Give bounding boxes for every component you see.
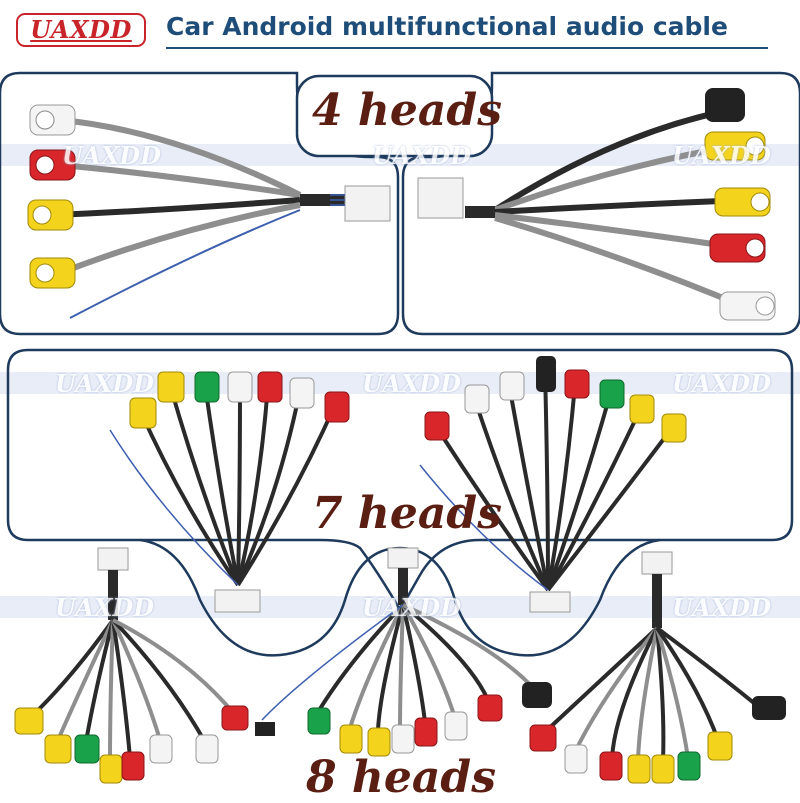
cable-7-heads-right bbox=[419, 356, 687, 613]
brand-logo-text: UAXDD bbox=[30, 15, 132, 44]
watermark-5: UAXDD bbox=[362, 369, 462, 398]
cable-7-heads-left bbox=[109, 371, 350, 613]
watermark-2: UAXDD bbox=[372, 141, 472, 170]
label-8-heads: 8 heads bbox=[306, 752, 496, 803]
panel-4-heads-left bbox=[0, 71, 400, 336]
label-4-heads: 4 heads bbox=[312, 85, 502, 136]
brand-logo: UAXDD bbox=[16, 13, 146, 47]
watermark-7: UAXDD bbox=[55, 593, 155, 622]
watermark-4: UAXDD bbox=[55, 369, 155, 398]
page-title: Car Android multifunctional audio cable bbox=[166, 12, 728, 41]
watermark-3: UAXDD bbox=[672, 141, 772, 170]
watermark-8: UAXDD bbox=[362, 593, 462, 622]
watermark-9: UAXDD bbox=[672, 593, 772, 622]
cable-4-heads-left bbox=[27, 104, 391, 319]
cable-4-heads-right bbox=[417, 88, 776, 321]
cable-8-heads-left bbox=[14, 547, 249, 784]
cable-8-heads-middle bbox=[255, 547, 552, 757]
label-7-heads: 7 heads bbox=[312, 488, 502, 539]
label-badge-4-heads bbox=[295, 74, 494, 158]
watermark-1: UAXDD bbox=[62, 141, 162, 170]
cable-8-heads-right bbox=[529, 551, 786, 784]
watermark-6: UAXDD bbox=[672, 369, 772, 398]
title-underline bbox=[166, 47, 768, 49]
